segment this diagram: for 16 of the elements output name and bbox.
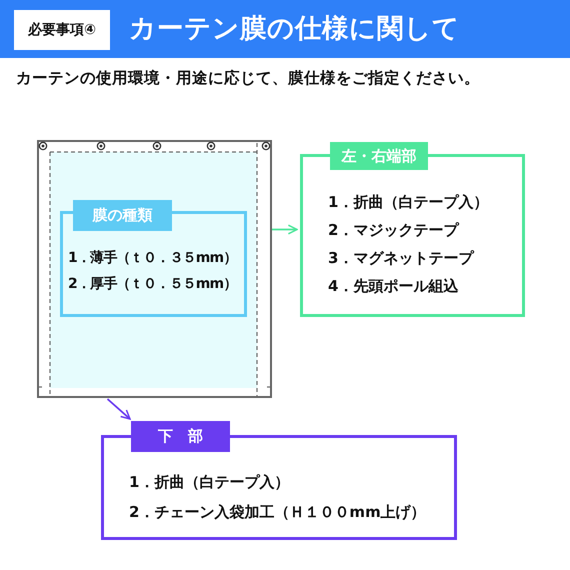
title: カーテン膜の仕様に関して xyxy=(129,12,460,46)
arrow xyxy=(106,398,131,420)
list-item: 4．先頭ポール組込 xyxy=(328,276,458,297)
heading-tab: 左・右端部 xyxy=(330,142,428,170)
heading-tab: 膜の種類 xyxy=(73,200,172,231)
list-item: 1．折曲（白テープ入） xyxy=(129,472,290,493)
arrow xyxy=(272,224,298,235)
instruction-text: カーテンの使用環境・用途に応じて、膜仕様をご指定ください。 xyxy=(16,68,480,89)
list-item: 3．マグネットテープ xyxy=(328,248,474,269)
section-badge: 必要事項④ xyxy=(14,10,110,50)
list-item: 1．折曲（白テープ入） xyxy=(328,192,488,213)
list-item: 2．厚手（ｔ０．５５mm） xyxy=(68,275,237,294)
list-item: 1．薄手（ｔ０．３５mm） xyxy=(68,249,237,268)
heading-tab: 下 部 xyxy=(131,421,230,452)
list-item: 2．マジックテープ xyxy=(328,220,458,241)
list-item: 2．チェーン入袋加工（Ｈ１００mm上げ） xyxy=(129,502,426,523)
